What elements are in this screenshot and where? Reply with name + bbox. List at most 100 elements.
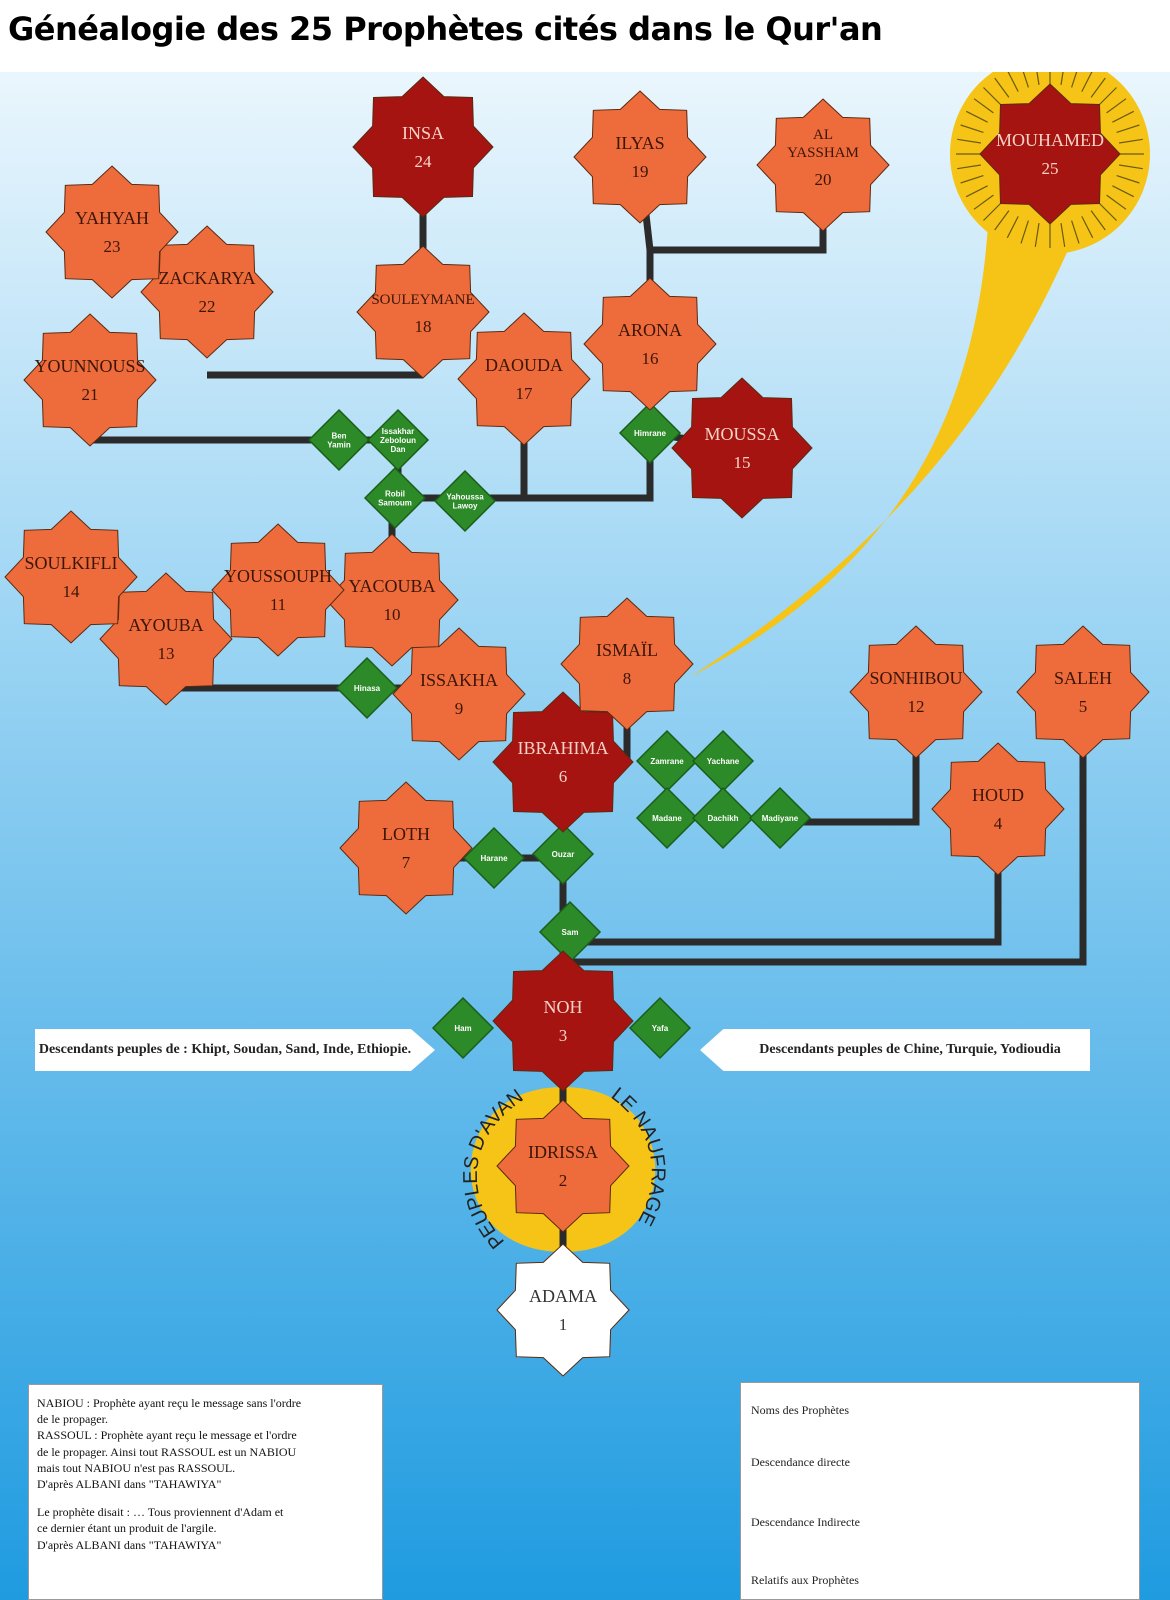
prophet-number: 15	[734, 453, 751, 472]
halo-ray	[1090, 77, 1106, 98]
relative-label: Lawoy	[453, 502, 478, 511]
prophet-name: YASSHAM	[787, 145, 859, 161]
prophet-name: MOUSSA	[704, 424, 779, 444]
prophet-name: ISMAÏL	[596, 640, 658, 660]
prophet-star	[392, 627, 526, 761]
prophet-name: SALEH	[1054, 668, 1112, 688]
prophet-number: 8	[623, 669, 632, 688]
prophet-star	[356, 245, 490, 379]
prophet-name: IDRISSA	[528, 1142, 598, 1162]
prophet-name: AL	[813, 127, 833, 143]
halo-ray	[973, 194, 994, 210]
prophet-name: SOULEYMANE	[371, 292, 474, 308]
relative-hinasa: Hinasa	[335, 656, 399, 720]
halo-ray	[1090, 210, 1106, 231]
prophet-number: 21	[82, 385, 99, 404]
relative-label: Zamrane	[650, 757, 684, 766]
halo-ray	[1099, 87, 1117, 105]
relative-label: Yamin	[327, 441, 351, 450]
legend-box: Noms des Prophètes Descendance directe D…	[740, 1382, 1140, 1600]
halo-ray	[960, 124, 984, 133]
prophet-name: YOUNNOUSS	[34, 356, 145, 376]
relative-label: Ben	[331, 432, 346, 441]
prophet-number: 19	[632, 162, 649, 181]
prophet-number: 16	[642, 349, 659, 368]
banner-right: Descendants peuples de Chine, Turquie, Y…	[700, 1029, 1090, 1071]
prophet-number: 4	[994, 814, 1003, 833]
prophet-name: NOH	[544, 997, 583, 1017]
prophet-number: 9	[455, 699, 464, 718]
prophet-star	[352, 76, 494, 218]
relative-yafa: Yafa	[628, 996, 692, 1060]
prophet-star	[45, 165, 179, 299]
genealogy-svg: PEUPLES D'AVANTLE NAUFRAGE HamYafaSamOuz…	[0, 72, 1170, 1600]
relative-diamond	[335, 656, 399, 720]
prophet-issakha: ISSAKHA 9	[392, 627, 526, 761]
relative-label: Dachikh	[707, 814, 738, 823]
relative-diamond	[531, 822, 595, 886]
prophet-number: 2	[559, 1171, 568, 1190]
legend-label-direct: Descendance directe	[751, 1455, 850, 1469]
halo-ray	[1081, 216, 1094, 239]
prophet-star	[560, 597, 694, 731]
prophet-name: IBRAHIMA	[517, 738, 608, 758]
halo-ray	[1116, 124, 1140, 133]
halo-ray	[1119, 138, 1143, 144]
relative-label: Issakhar	[382, 427, 414, 436]
prophet-name: ZACKARYA	[158, 268, 255, 288]
prophet-name: ISSAKHA	[420, 670, 498, 690]
relative-diamond	[691, 786, 755, 850]
prophet-name: HOUD	[972, 785, 1024, 805]
prophet-noh: NOH 3	[492, 950, 634, 1092]
prophet-number: 3	[559, 1026, 568, 1045]
prophet-number: 23	[104, 237, 121, 256]
prophet-name: MOUHAMED	[996, 130, 1104, 150]
prophet-star	[492, 691, 634, 833]
genealogy-diagram: PEUPLES D'AVANTLE NAUFRAGE HamYafaSamOuz…	[0, 72, 1170, 1600]
note-quote: Le prophète disait : … Tous proviennent …	[37, 1505, 284, 1552]
prophet-name: YACOUBA	[348, 576, 435, 596]
halo-ray	[1112, 110, 1135, 123]
legend-label-prophet: Noms des Prophètes	[751, 1403, 849, 1417]
prophet-number: 7	[402, 853, 411, 872]
prophet-star	[496, 1243, 630, 1377]
relative-diamond	[462, 826, 526, 890]
relative-label: Hinasa	[354, 684, 381, 693]
prophet-star	[849, 625, 983, 759]
relative-label: Himrane	[634, 429, 667, 438]
relative-ouzar: Ouzar	[531, 822, 595, 886]
prophet-number: 24	[415, 152, 433, 171]
prophet-star	[457, 312, 591, 446]
prophet-number: 11	[270, 595, 286, 614]
prophet-isma-l: ISMAÏL 8	[560, 597, 694, 731]
relative-label: Yachane	[707, 757, 740, 766]
relative-label: Ham	[454, 1024, 471, 1033]
relative-label: Yafa	[652, 1024, 669, 1033]
relative-himrane: Himrane	[618, 401, 682, 465]
prophet-name: SONHIBOU	[869, 668, 962, 688]
halo-ray	[1106, 194, 1127, 210]
halo-ray	[1036, 72, 1040, 85]
relative-label: Harane	[480, 854, 508, 863]
prophet-name: ADAMA	[529, 1286, 597, 1306]
prophet-number: 12	[908, 697, 925, 716]
prophet-number: 25	[1042, 159, 1059, 178]
relative-diamond	[433, 469, 497, 533]
halo-ray	[1099, 203, 1117, 221]
halo-ray	[1034, 223, 1040, 247]
halo-ray	[1119, 164, 1143, 170]
relative-label: Yahoussa	[446, 493, 484, 502]
relative-harane: Harane	[462, 826, 526, 890]
relative-label: Samoum	[378, 499, 412, 508]
prophet-star	[583, 277, 717, 411]
